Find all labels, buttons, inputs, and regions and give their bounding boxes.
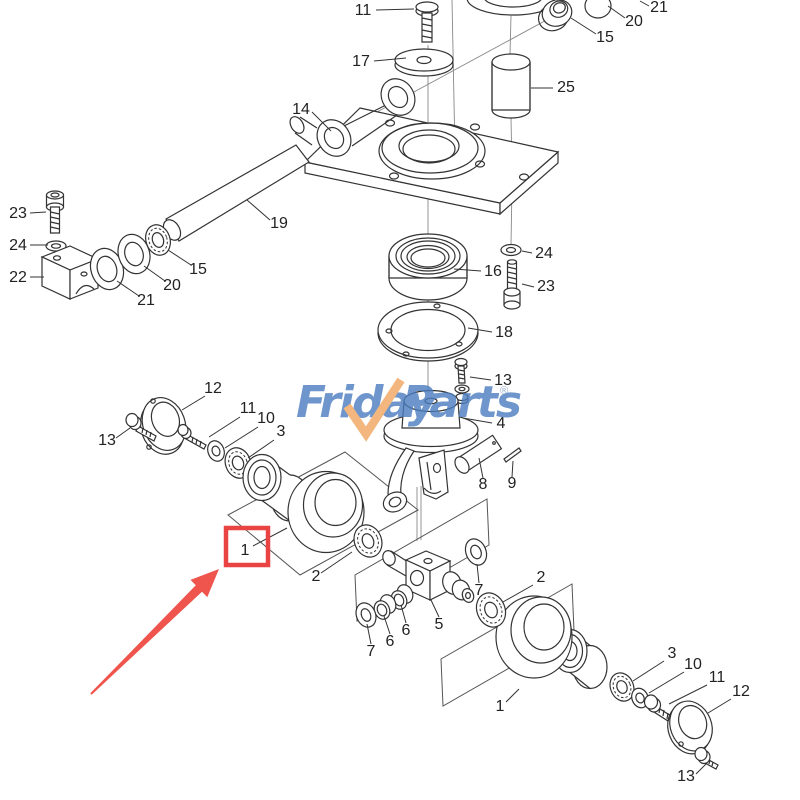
part-ring-plate-18 bbox=[377, 301, 479, 362]
callout-20-topright: 20 bbox=[625, 13, 643, 30]
part-pin-9 bbox=[503, 447, 522, 463]
part-bracket-frame-14 bbox=[289, 78, 560, 216]
callout-5: 5 bbox=[435, 616, 444, 633]
part-knuckle-4 bbox=[382, 389, 479, 513]
callout-18: 18 bbox=[495, 324, 513, 341]
part-bolt-13-right bbox=[694, 746, 719, 770]
part-bolt-11-left bbox=[177, 423, 207, 450]
callout-23-right: 23 bbox=[537, 278, 555, 295]
callout-6-a: 6 bbox=[386, 633, 395, 650]
part-pin-8 bbox=[454, 434, 503, 474]
callout-3-rightgroup: 3 bbox=[668, 645, 677, 662]
callout-7-left: 7 bbox=[367, 643, 376, 660]
highlight-arrow-icon bbox=[90, 569, 219, 695]
callout-4: 4 bbox=[497, 415, 506, 432]
part-flange-12-right bbox=[667, 700, 713, 755]
callout-3-leftgroup: 3 bbox=[277, 423, 286, 440]
callout-13-rightgroup: 13 bbox=[677, 768, 695, 785]
kit-box-center-block bbox=[354, 498, 490, 622]
kit-box-left-wheel bbox=[227, 451, 419, 576]
kit-boxes bbox=[227, 451, 575, 707]
watermark-registered-mark: ® bbox=[500, 385, 508, 397]
part-ring-20-topright bbox=[584, 0, 612, 19]
part-ring-20-left bbox=[117, 233, 151, 275]
part-bolt-23-right bbox=[503, 259, 521, 310]
part-bolt-11-right bbox=[643, 694, 672, 722]
part-bearing-15-left bbox=[145, 224, 171, 256]
kit-box-right-wheel bbox=[440, 583, 575, 707]
part-ring-top-partial bbox=[466, 0, 560, 16]
callout-10-leftgroup: 10 bbox=[257, 410, 275, 427]
callout-9: 9 bbox=[508, 475, 517, 492]
part-bushing-6-b bbox=[373, 594, 397, 620]
part-bolt-13-left bbox=[125, 412, 157, 442]
callout-13-center: 13 bbox=[494, 372, 512, 389]
callout-12-rightgroup: 12 bbox=[732, 683, 750, 700]
callout-13-leftgroup: 13 bbox=[98, 432, 116, 449]
callout-20-left: 20 bbox=[163, 277, 181, 294]
callout-12-leftgroup: 12 bbox=[204, 380, 222, 397]
part-washer-17 bbox=[394, 48, 454, 77]
callout-14: 14 bbox=[292, 101, 310, 118]
part-tire-1-right bbox=[495, 595, 573, 679]
callout-24-left: 24 bbox=[9, 237, 27, 254]
callout-11-top: 11 bbox=[355, 2, 372, 19]
callout-24-right: 24 bbox=[535, 245, 553, 262]
part-bolt-23-left bbox=[45, 190, 65, 234]
callout-leaders bbox=[29, 0, 732, 775]
callout-10-rightgroup: 10 bbox=[684, 656, 702, 673]
part-bearing-16 bbox=[388, 233, 468, 301]
callout-17: 17 bbox=[352, 53, 370, 70]
callout-15-topright: 15 bbox=[596, 29, 614, 46]
part-washer-10-left bbox=[207, 440, 225, 462]
watermark-text-parts: Parts bbox=[402, 377, 521, 428]
part-bearing-15-topright bbox=[537, 0, 573, 32]
watermark-text-friday: Friday bbox=[296, 377, 439, 428]
callout-21-topright: 21 bbox=[650, 0, 668, 16]
part-bearing-3-right bbox=[609, 672, 635, 702]
highlight-box bbox=[223, 525, 271, 568]
callout-15-left: 15 bbox=[189, 261, 207, 278]
callout-6-b: 6 bbox=[402, 622, 411, 639]
watermark: Friday Parts ® bbox=[296, 377, 523, 442]
callout-19: 19 bbox=[270, 215, 288, 232]
part-clamp-block-22 bbox=[40, 245, 100, 300]
callout-16: 16 bbox=[484, 263, 502, 280]
highlight-annotation bbox=[90, 525, 271, 695]
part-screw-11 bbox=[415, 1, 439, 43]
callout-11-rightgroup: 11 bbox=[709, 669, 726, 686]
callout-23-left: 23 bbox=[9, 205, 27, 222]
callout-1-highlighted: 1 bbox=[241, 542, 250, 559]
callout-2-leftgroup: 2 bbox=[312, 568, 321, 585]
callout-2-rightgroup: 2 bbox=[537, 569, 546, 586]
callout-25: 25 bbox=[557, 79, 575, 96]
callout-21-left: 21 bbox=[137, 292, 155, 309]
callout-7-right: 7 bbox=[475, 582, 484, 599]
callout-11-leftgroup: 11 bbox=[240, 400, 257, 417]
part-washer-7-right bbox=[464, 538, 488, 566]
callout-8: 8 bbox=[479, 476, 488, 493]
part-bearing-2-right bbox=[475, 592, 507, 628]
part-bearing-2-left bbox=[353, 524, 383, 558]
part-washer-24-right bbox=[500, 243, 522, 257]
part-washer-7-left bbox=[355, 602, 377, 628]
callout-1-rightgroup: 1 bbox=[496, 698, 505, 715]
part-cylinder-25 bbox=[491, 53, 531, 119]
part-tire-1-left bbox=[287, 470, 365, 554]
callout-22: 22 bbox=[9, 269, 27, 286]
watermark-check-icon bbox=[343, 377, 405, 442]
part-screw-13-center bbox=[454, 357, 470, 405]
callout-labels: 11 17 14 19 23 24 22 21 20 15 25 15 20 2… bbox=[9, 0, 750, 785]
